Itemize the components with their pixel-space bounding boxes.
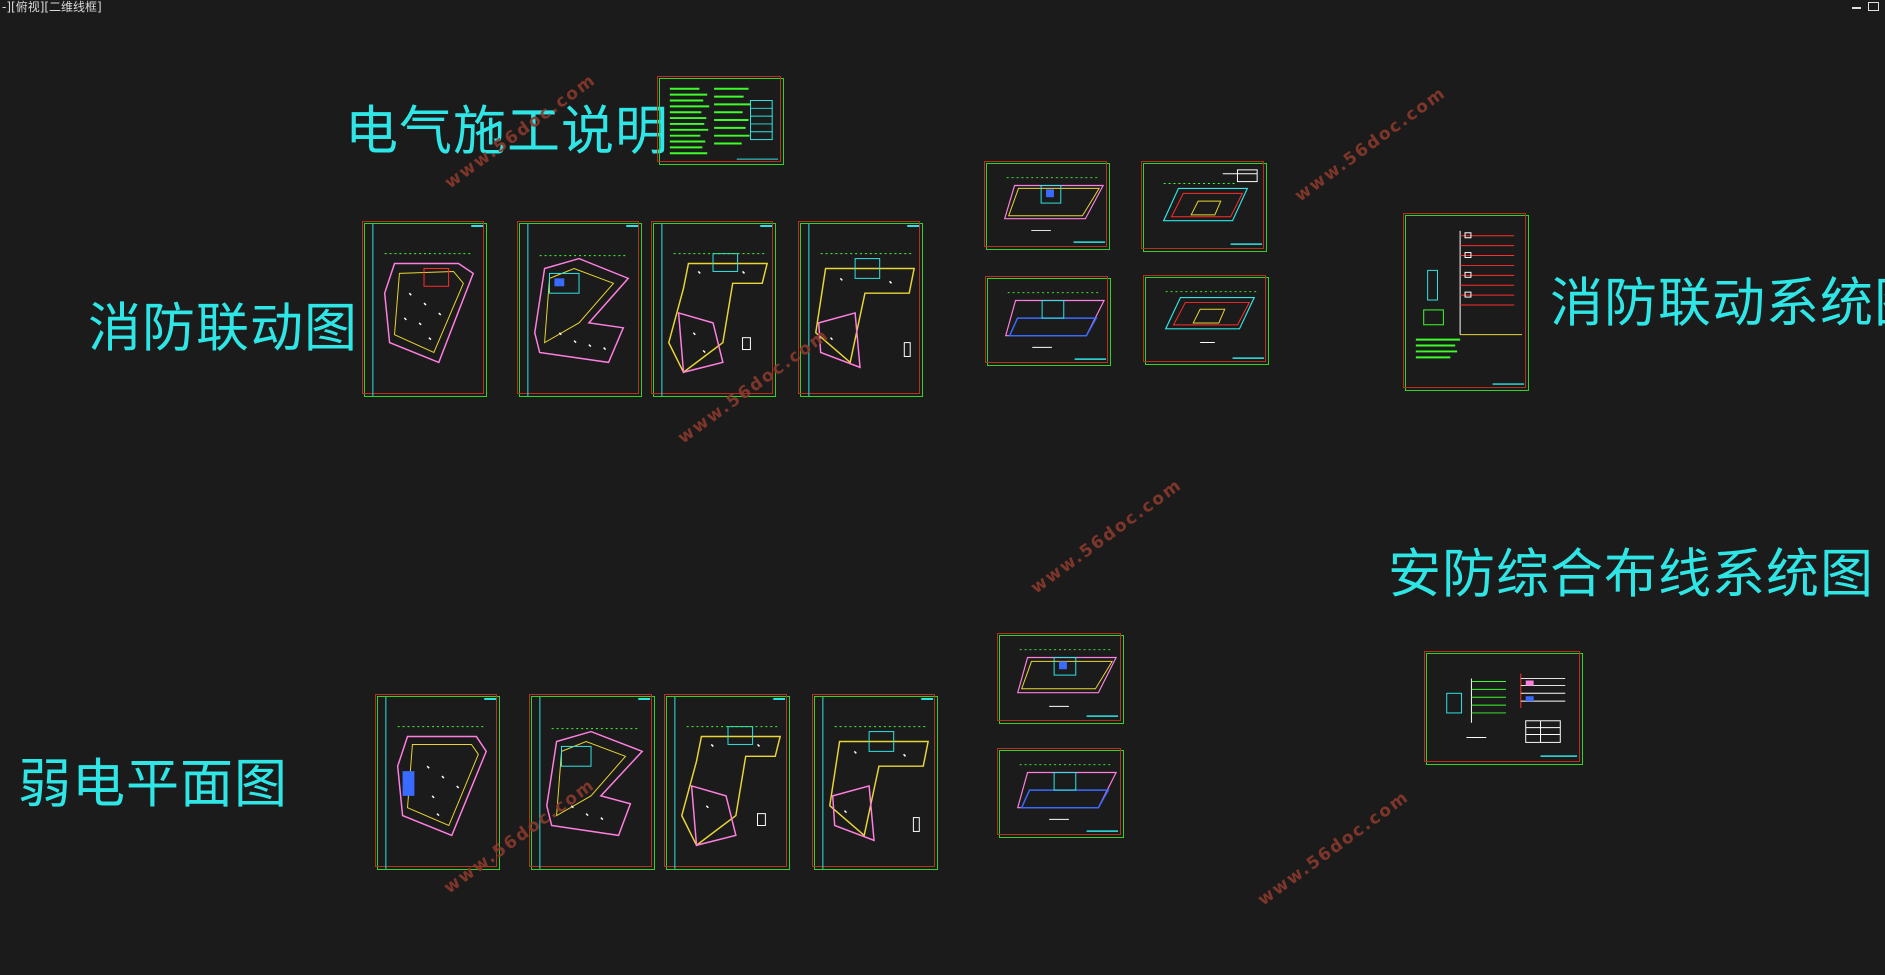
watermark-text: www.56doc.com — [1254, 786, 1414, 911]
sheet-floor-plan-b[interactable] — [1141, 161, 1267, 252]
window-controls — [1852, 2, 1879, 11]
sheet-fire-system-diagram[interactable] — [1403, 213, 1529, 391]
heading-security-cabling: 安防综合布线系统图 — [1388, 544, 1874, 605]
sheet-floor-plan-d[interactable] — [1143, 275, 1269, 365]
sheet-weak-current-4[interactable] — [812, 694, 938, 870]
sheet-floor-plan-f[interactable] — [997, 748, 1124, 838]
sheet-fire-linkage-4[interactable] — [798, 221, 923, 397]
sheet-floor-plan-c[interactable] — [985, 276, 1111, 366]
sheet-floor-plan-e[interactable] — [997, 633, 1124, 724]
sheet-fire-linkage-1[interactable] — [362, 221, 487, 397]
minimize-icon[interactable] — [1852, 2, 1863, 11]
heading-fire-linkage: 消防联动图 — [88, 298, 358, 359]
sheet-security-cabling-diagram[interactable] — [1424, 651, 1583, 765]
watermark-text: www.56doc.com — [1291, 82, 1451, 207]
viewport-label[interactable]: -][俯视][二维线框] — [2, 0, 102, 14]
watermark-text: www.56doc.com — [1027, 474, 1187, 599]
sheet-floor-plan-a[interactable] — [984, 161, 1110, 250]
sheet-weak-current-3[interactable] — [664, 694, 790, 870]
restore-icon[interactable] — [1868, 2, 1879, 11]
sheet-fire-linkage-2[interactable] — [517, 221, 642, 397]
sheet-weak-current-1[interactable] — [375, 694, 500, 870]
sheet-electrical-notes[interactable] — [657, 76, 784, 165]
heading-weak-current-plan: 弱电平面图 — [18, 754, 288, 815]
heading-fire-system: 消防联动系统图 — [1550, 273, 1885, 334]
heading-electrical-notes: 电气施工说明 — [345, 101, 669, 162]
